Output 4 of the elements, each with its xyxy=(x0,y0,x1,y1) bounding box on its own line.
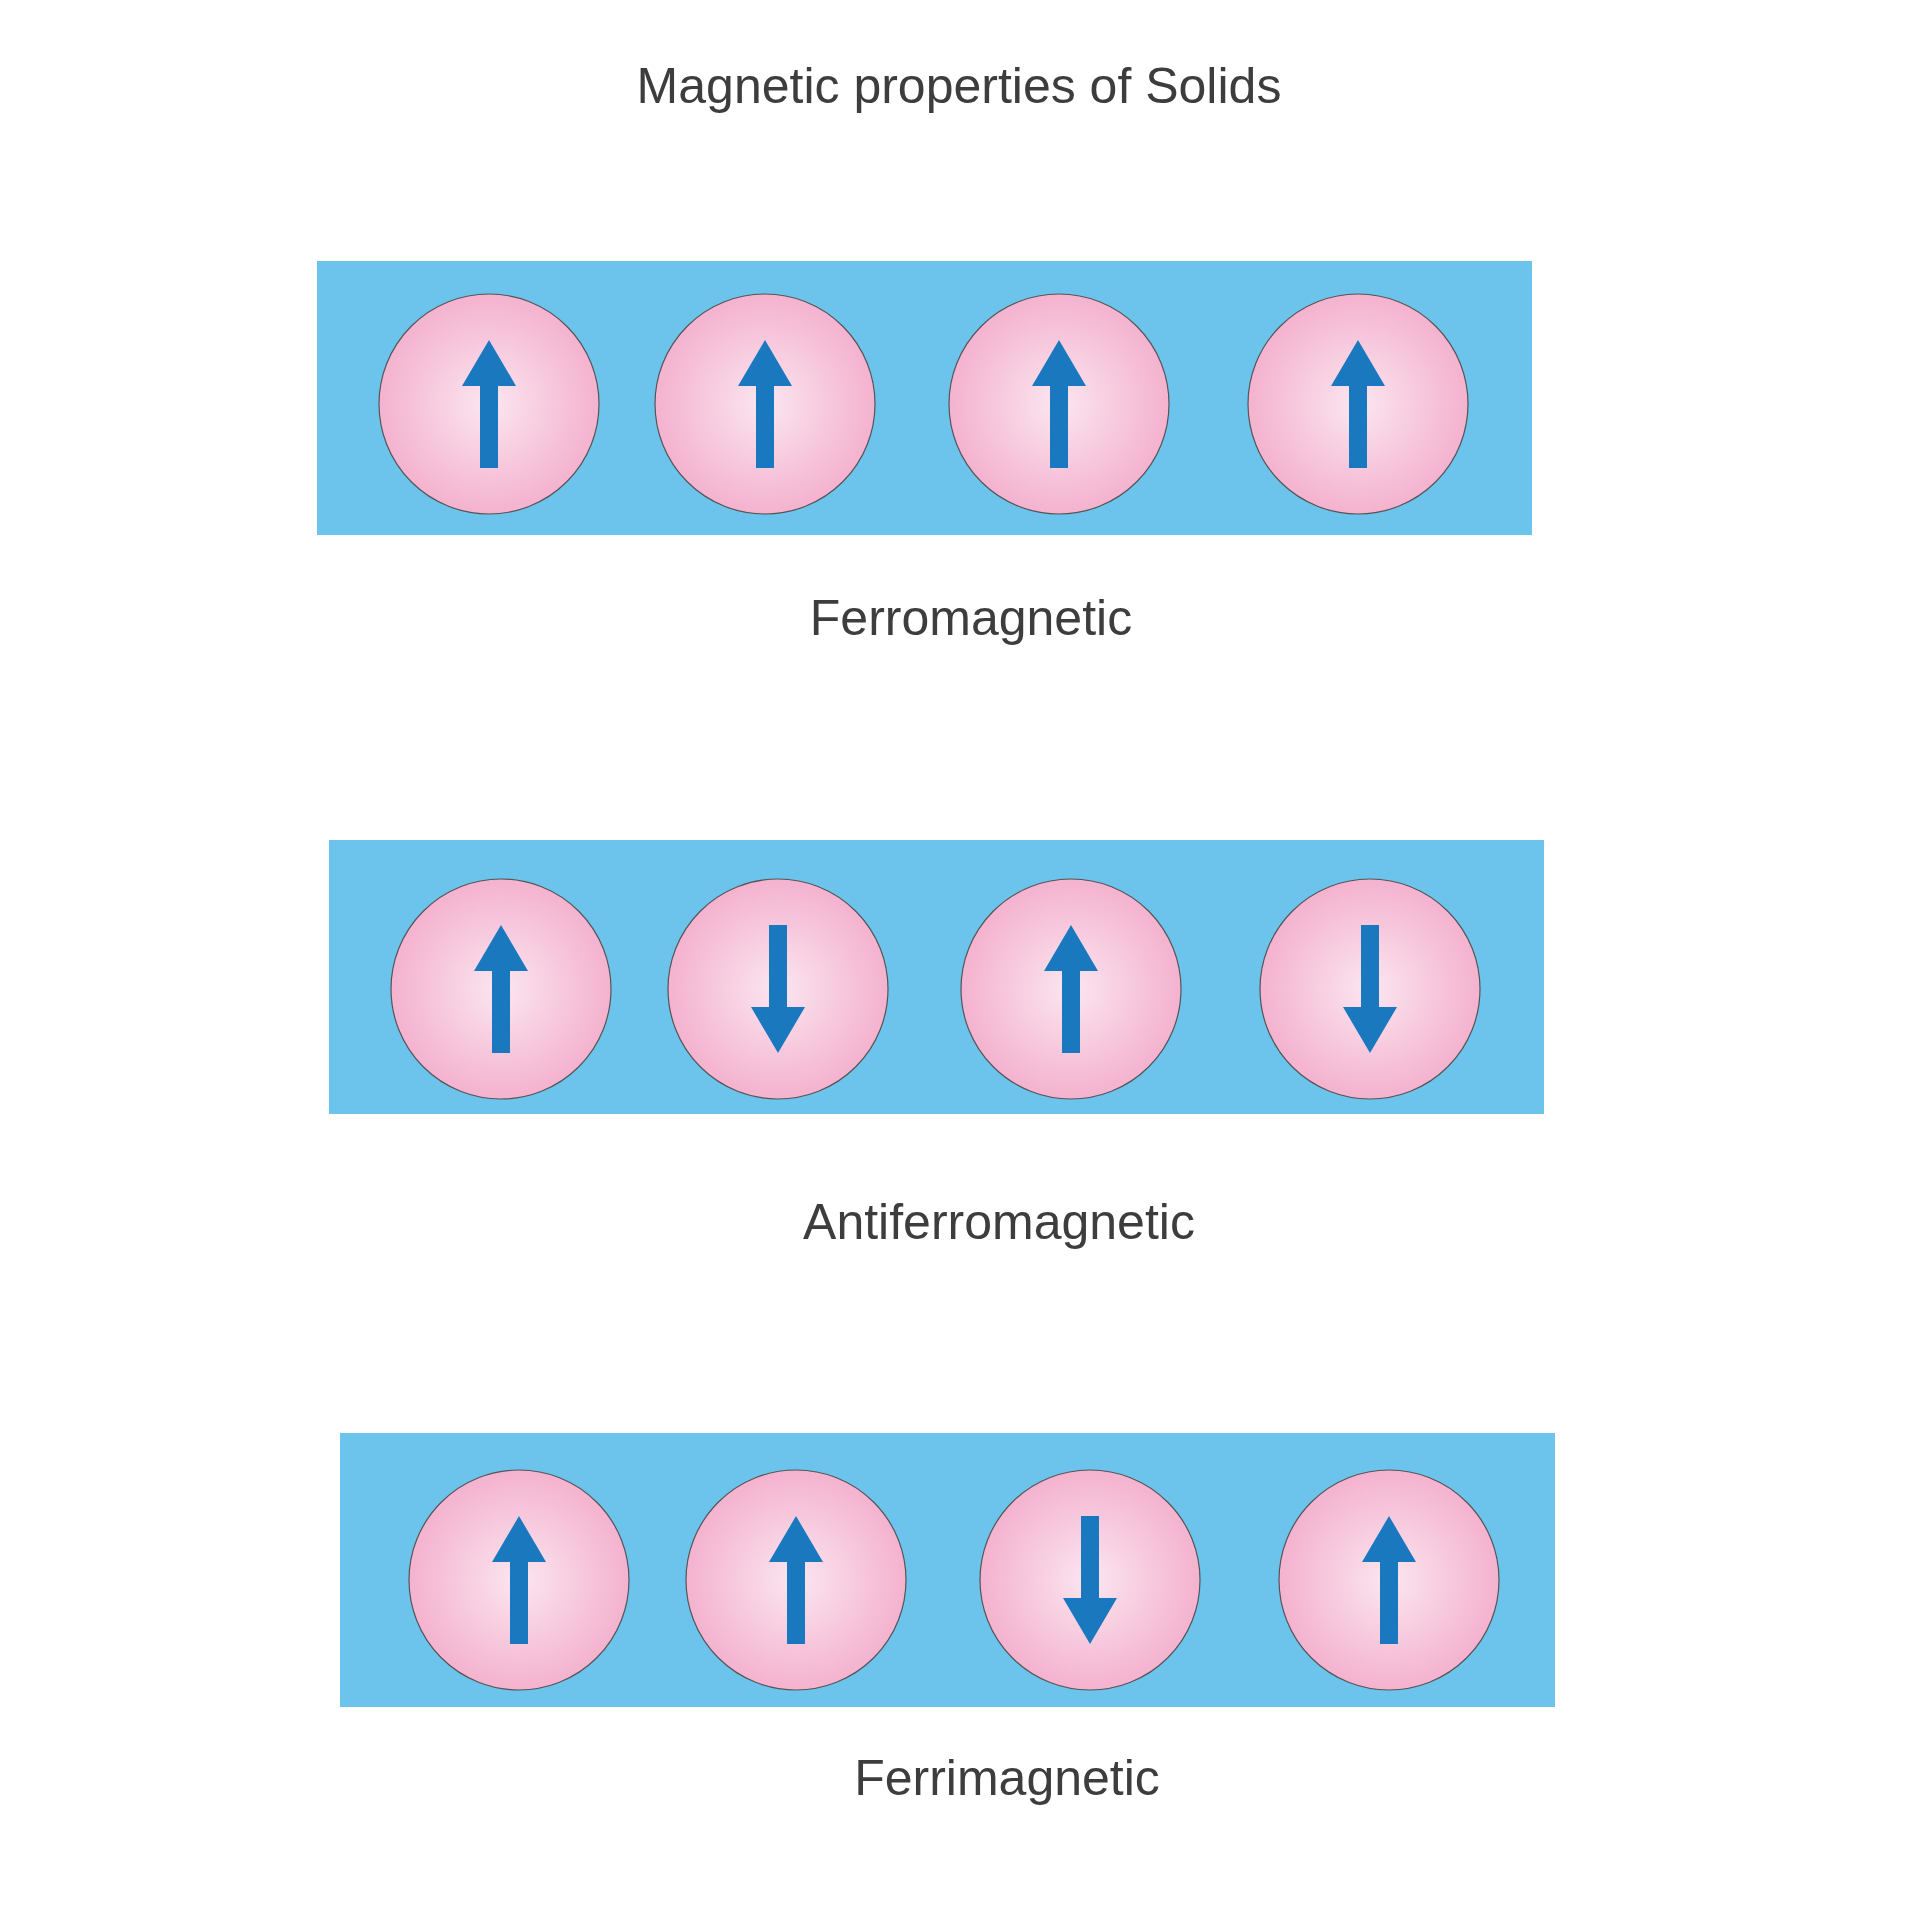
caption-label: Ferromagnetic xyxy=(809,589,1133,647)
title: Magnetic properties of Solids xyxy=(636,57,1282,115)
caption-label: Antiferromagnetic xyxy=(803,1193,1195,1251)
caption-label: Ferrimagnetic xyxy=(854,1749,1160,1807)
